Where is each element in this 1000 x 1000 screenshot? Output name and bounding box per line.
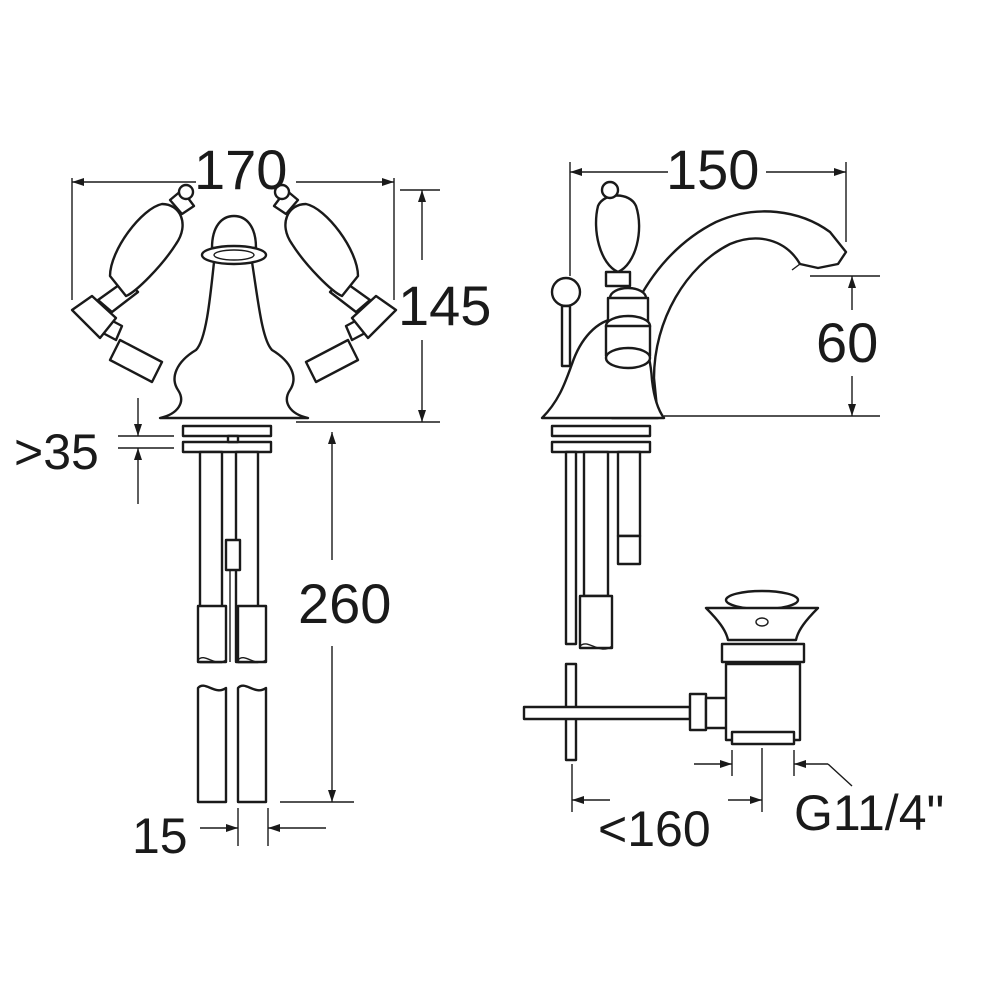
dimension-60: 60 bbox=[816, 311, 878, 374]
front-view bbox=[70, 183, 398, 804]
side-dimensions: 150 60 <160 G11/4" bbox=[569, 138, 944, 857]
dimension-145: 145 bbox=[398, 274, 491, 337]
front-dimensions: 170 145 >35 260 15 bbox=[14, 138, 491, 864]
dimension-35: >35 bbox=[14, 424, 99, 480]
pop-up-waste bbox=[704, 589, 820, 746]
dimension-170: 170 bbox=[194, 138, 287, 201]
dimension-150: 150 bbox=[666, 138, 759, 201]
dimension-15: 15 bbox=[132, 808, 188, 864]
spout-nozzle bbox=[210, 214, 258, 250]
dimension-160: <160 bbox=[598, 801, 711, 857]
thread-g1-1-4: G11/4" bbox=[794, 785, 944, 841]
dimension-260: 260 bbox=[298, 572, 391, 635]
tap-body-front bbox=[158, 260, 310, 420]
spout-side bbox=[610, 210, 848, 420]
side-view bbox=[522, 180, 848, 762]
right-handle bbox=[272, 183, 398, 384]
left-handle bbox=[70, 183, 196, 384]
